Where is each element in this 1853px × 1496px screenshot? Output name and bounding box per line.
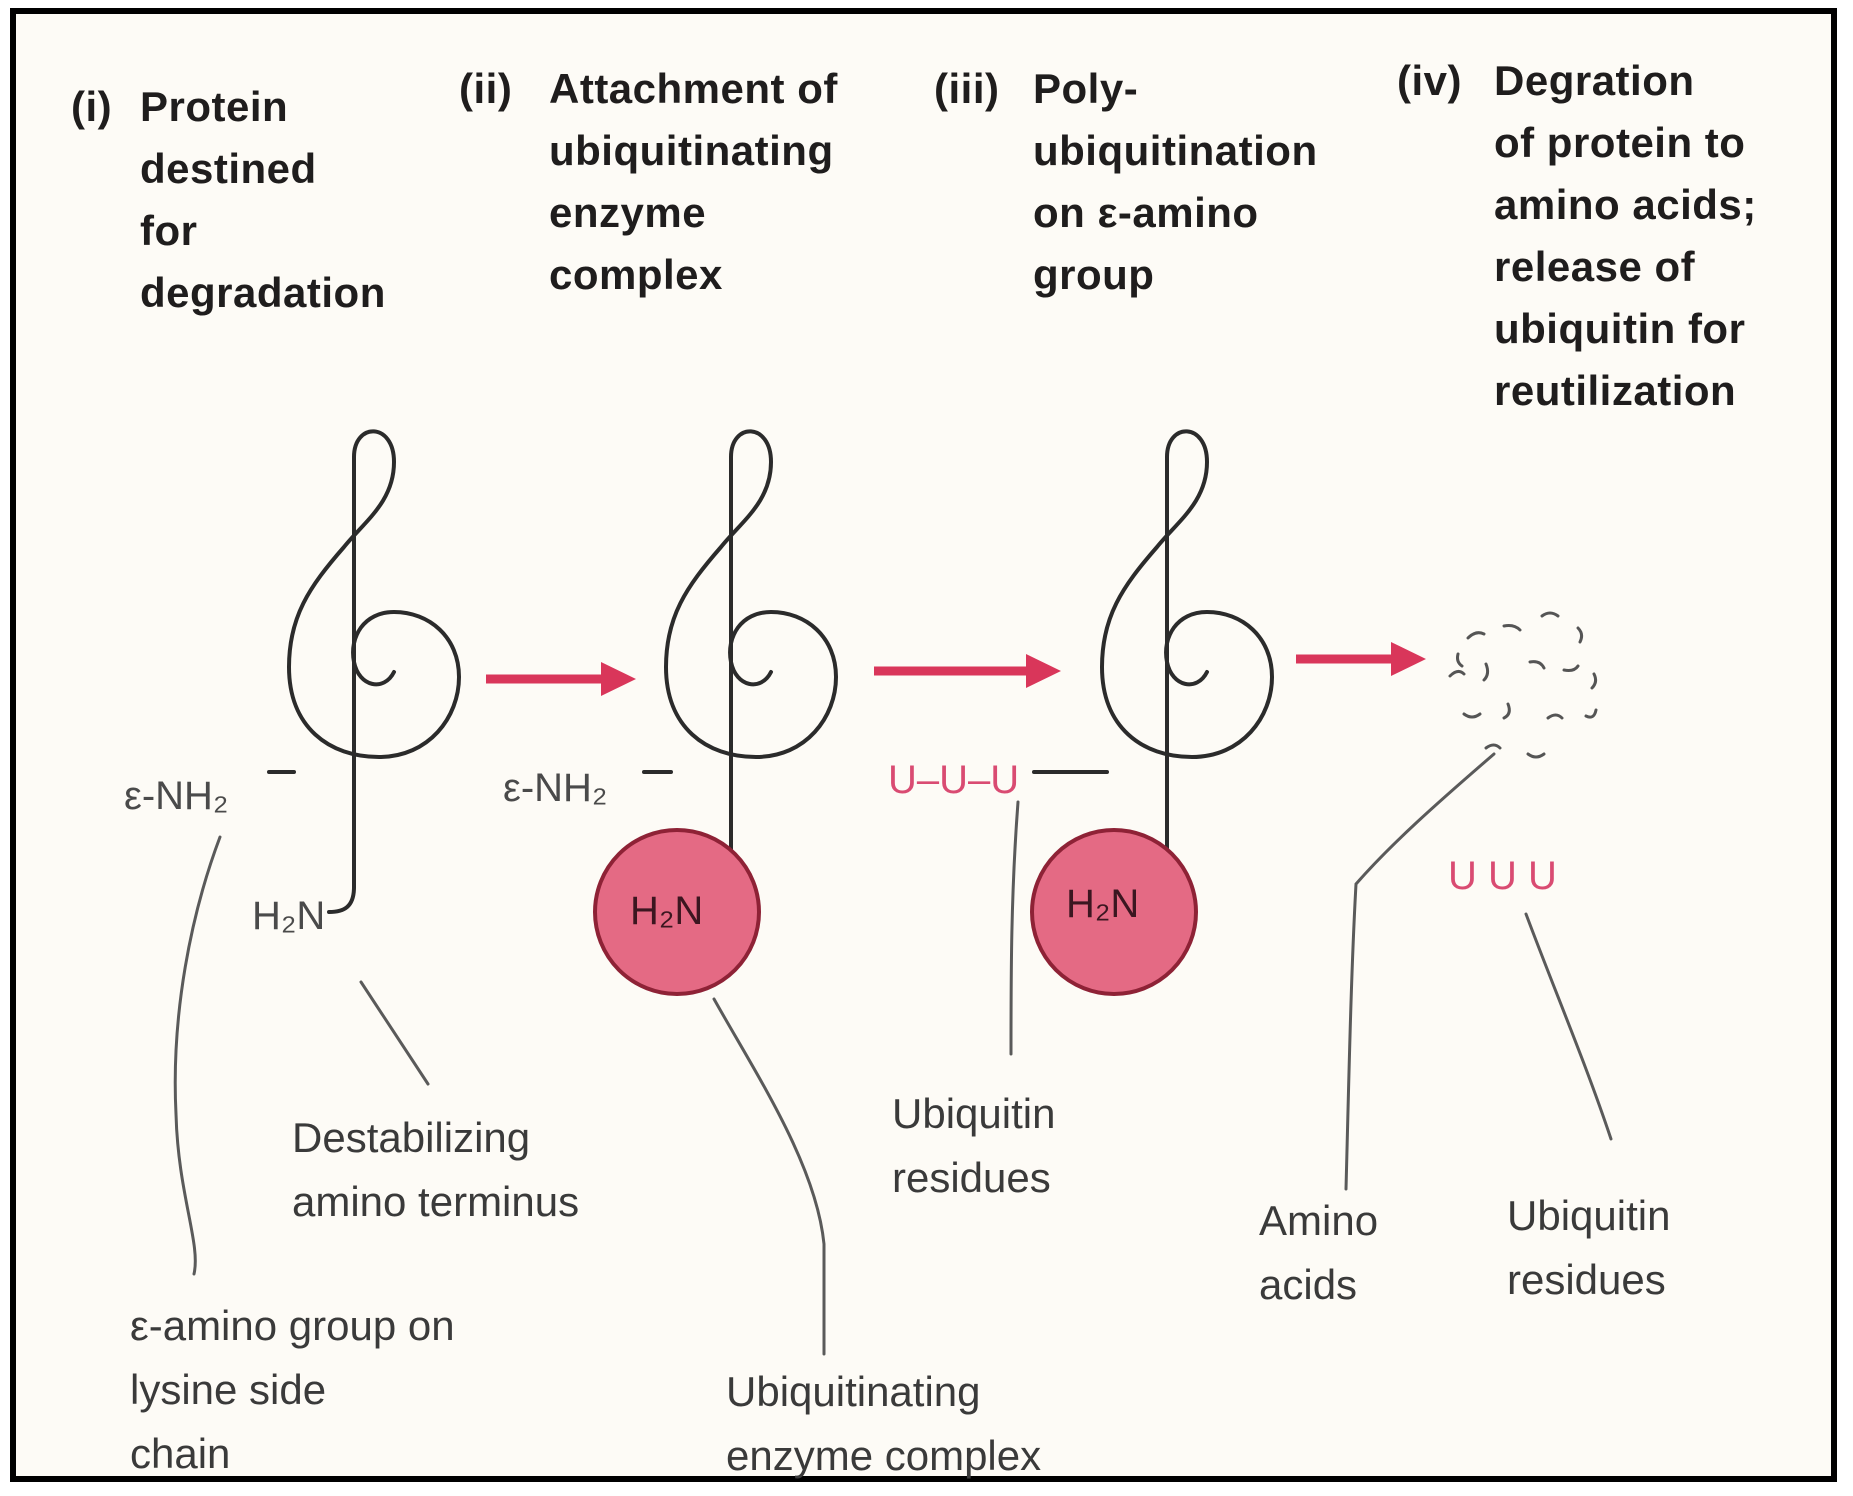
ubiquitin-residues-callout-2: Ubiquitin residues — [1507, 1192, 1671, 1303]
epsilon-nh2-label-2: ε-NH₂ — [503, 766, 608, 810]
leader-enzyme-complex — [712, 997, 826, 1356]
protein-fold-1 — [267, 429, 461, 914]
free-ubiquitin-label: U U U — [1448, 854, 1557, 898]
ubiquitin-residues-callout-1: Ubiquitin residues — [892, 1090, 1056, 1201]
stage-4-heading: Degration of protein to amino acids; rel… — [1494, 57, 1757, 414]
leader-ubiquitin-residues-1 — [1009, 800, 1020, 1056]
stage-1-heading: Protein destined for degradation — [140, 83, 386, 316]
ubiquitination-diagram — [173, 429, 1613, 1356]
stage-3-heading: Poly- ubiquitination on ε-amino group — [1033, 65, 1318, 298]
leader-amino-acids — [1344, 752, 1496, 1191]
stage-2-heading: Attachment of ubiquitinating enzyme comp… — [549, 65, 838, 298]
process-arrow-2 — [874, 654, 1061, 688]
ubiquitinating-enzyme-callout: Ubiquitinating enzyme complex — [726, 1368, 1042, 1479]
amino-acid-fragments — [1448, 611, 1598, 759]
enzyme-h2n-label-2: H₂N — [1066, 882, 1140, 926]
figure-frame: (i) Protein destined for degradation (ii… — [10, 8, 1837, 1482]
process-arrow-3 — [1296, 642, 1426, 676]
stage-2-number: (ii) — [459, 65, 513, 112]
stage-3-number: (iii) — [934, 65, 1000, 112]
process-arrow-1 — [486, 662, 636, 696]
epsilon-amino-group-callout: ε-amino group on lysine side chain — [130, 1302, 455, 1477]
enzyme-complex-circle-2 — [1030, 828, 1198, 996]
destabilizing-terminus-callout: Destabilizing amino terminus — [292, 1114, 580, 1225]
enzyme-h2n-label-1: H₂N — [630, 889, 704, 933]
enzyme-complex-circle-1 — [593, 828, 761, 996]
leader-ubiquitin-residues-2 — [1524, 912, 1613, 1141]
leader-destabilizing — [359, 980, 430, 1086]
ubiquitin-chain-label: U–U–U — [888, 758, 1020, 802]
leader-epsilon-group — [173, 835, 222, 1276]
stage-1-number: (i) — [71, 83, 113, 130]
amino-acids-callout: Amino acids — [1259, 1197, 1379, 1308]
amino-terminus-label: H₂N — [252, 894, 326, 938]
epsilon-nh2-label-1: ε-NH₂ — [124, 774, 229, 818]
stage-4-number: (iv) — [1397, 57, 1462, 104]
